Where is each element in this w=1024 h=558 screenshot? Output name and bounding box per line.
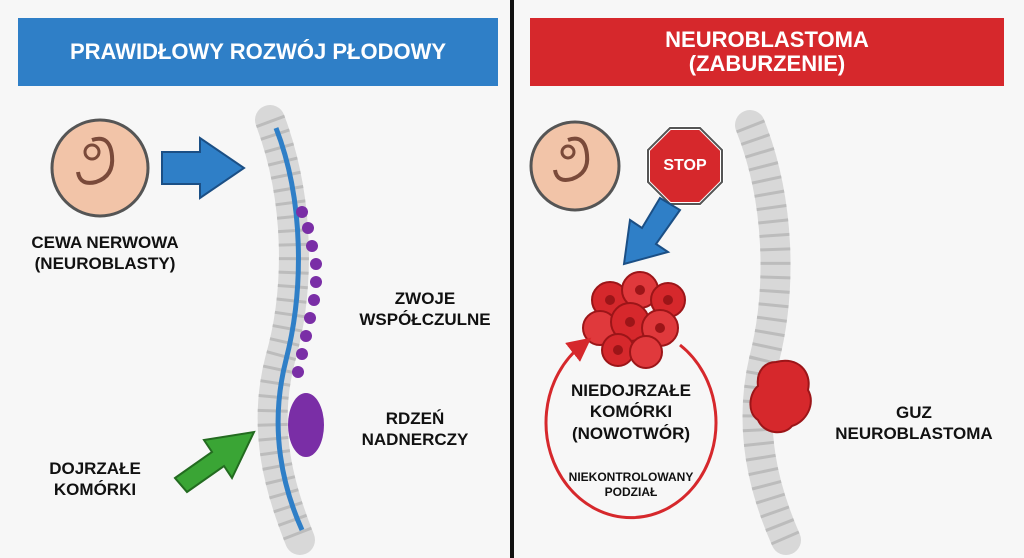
spine-right [735,110,801,555]
tumor-cell-cluster [582,271,686,369]
immature-cells-label: NIEDOJRZAŁE KOMÓRKI (NOWOTWÓR) [556,380,706,444]
immature-line1: NIEDOJRZAŁE [571,381,691,400]
adrenal-label: RDZEŃ NADNERCZY [340,408,490,451]
adrenal-medulla [288,393,324,457]
mature-line1: DOJRZAŁE [49,459,141,478]
panel-divider [510,0,514,558]
immature-line2: KOMÓRKI [589,402,673,422]
spine-left [255,105,315,555]
tumor-line2: NEUROBLASTOMA [835,424,993,444]
right-title-banner: NEUROBLASTOMA (ZABURZENIE) [530,18,1004,86]
mature-line2: KOMÓRKI [53,480,137,500]
stop-label: STOP [648,156,722,176]
right-title-line1: NEUROBLASTOMA [665,26,869,52]
neural-tube-line1: CEWA NERWOWA [31,233,179,252]
adrenal-line1: RDZEŃ [385,409,445,428]
tumor-label: GUZ NEUROBLASTOMA [824,402,1004,445]
left-title-banner: PRAWIDŁOWY ROZWÓJ PŁODOWY [18,18,498,86]
embryo-icon-left [50,118,150,218]
adrenal-line2: NADNERCZY [361,430,469,450]
stop-text: STOP [663,157,707,174]
blue-arrow-icon [161,136,246,200]
division-cycle-arrow [544,337,718,520]
left-title: PRAWIDŁOWY ROZWÓJ PŁODOWY [69,38,447,64]
neural-tube-label: CEWA NERWOWA (NEUROBLASTY) [20,232,190,275]
immature-line3: (NOWOTWÓR) [571,423,691,443]
division-line1: NIEKONTROLOWANY [568,470,694,484]
embryo-icon-right [529,120,621,212]
division-line2: PODZIAŁ [604,485,658,499]
neural-tube-line2: (NEUROBLASTY) [34,254,176,274]
blue-arrow-down-icon [622,196,682,266]
stop-sign-icon [646,126,724,206]
division-label: NIEKONTROLOWANY PODZIAŁ [566,470,696,500]
ganglia-dots [292,206,322,378]
right-title-line2: (ZABURZENIE) [688,51,846,76]
mature-cells-label: DOJRZAŁE KOMÓRKI [30,458,160,501]
ganglia-label: ZWOJE WSPÓŁCZULNE [340,288,510,331]
tumor-line1: GUZ [896,403,932,422]
neuroblastoma-tumor [749,359,812,434]
ganglia-line2: WSPÓŁCZULNE [359,310,491,330]
green-arrow-icon [173,430,256,494]
left-panel [0,0,512,558]
ganglia-line1: ZWOJE [394,289,456,308]
